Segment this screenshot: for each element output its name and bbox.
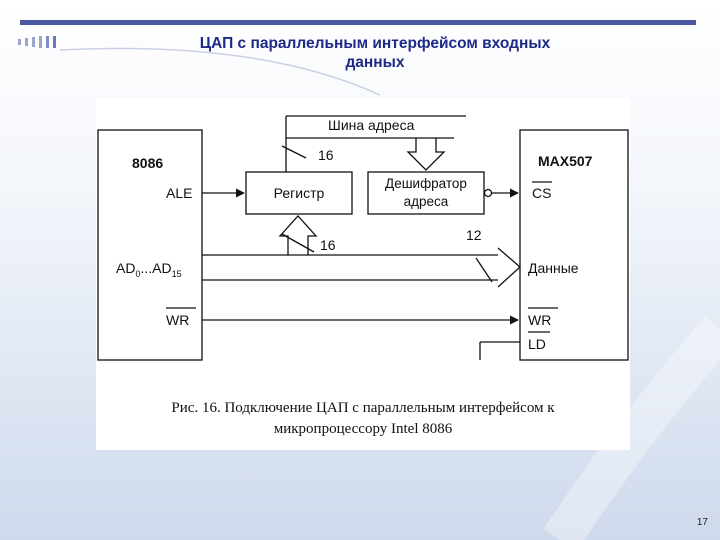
data-bus-arrowhead bbox=[497, 247, 521, 288]
bus-width-data: 12 bbox=[466, 227, 482, 243]
dac-data-label: Данные bbox=[528, 260, 579, 276]
page-number: 17 bbox=[696, 517, 708, 528]
cpu-label: 8086 bbox=[132, 155, 163, 171]
dac-cs-label: CS bbox=[532, 185, 551, 201]
bus-width-ad: 16 bbox=[320, 237, 336, 253]
top-accent-bar bbox=[20, 20, 696, 25]
decoder-label-line1: Дешифратор bbox=[385, 176, 467, 191]
dac-label: MAX507 bbox=[538, 153, 593, 169]
slide-title-line1: ЦАП с параллельным интерфейсом входных bbox=[199, 35, 551, 52]
decoder-bus-arrow bbox=[406, 138, 446, 171]
slide-title: ЦАП с параллельным интерфейсом входных д… bbox=[140, 34, 610, 72]
figure-caption-line2: микропроцессору Intel 8086 bbox=[273, 421, 453, 437]
dac-ld-label: LD bbox=[528, 336, 546, 352]
slide-title-line2: данных bbox=[345, 54, 405, 71]
dac-block bbox=[519, 129, 629, 361]
dac-wr-label: WR bbox=[528, 312, 551, 328]
bus-width-addr: 16 bbox=[318, 147, 334, 163]
cpu-ale-label: ALE bbox=[166, 185, 192, 201]
decoder-inversion-dot bbox=[483, 188, 493, 198]
cpu-wr-label: WR bbox=[166, 312, 189, 328]
address-bus-label: Шина адреса bbox=[328, 117, 415, 133]
figure-caption-line1: Рис. 16. Подключение ЦАП с параллельным … bbox=[171, 400, 555, 416]
bus-slash-data bbox=[475, 257, 493, 283]
register-label: Регистр bbox=[274, 185, 325, 201]
bus-slash-ad bbox=[281, 233, 315, 253]
cpu-ad-label: AD0...AD15 bbox=[116, 260, 182, 279]
register-bus-arrow bbox=[278, 215, 318, 255]
cpu-block bbox=[97, 129, 203, 361]
decoder-label-line2: адреса bbox=[404, 194, 449, 209]
figure-caption: Рис. 16. Подключение ЦАП с параллельным … bbox=[96, 398, 630, 440]
figure-panel bbox=[96, 98, 630, 450]
register-block bbox=[245, 171, 353, 215]
bus-slash-addr bbox=[281, 145, 307, 159]
